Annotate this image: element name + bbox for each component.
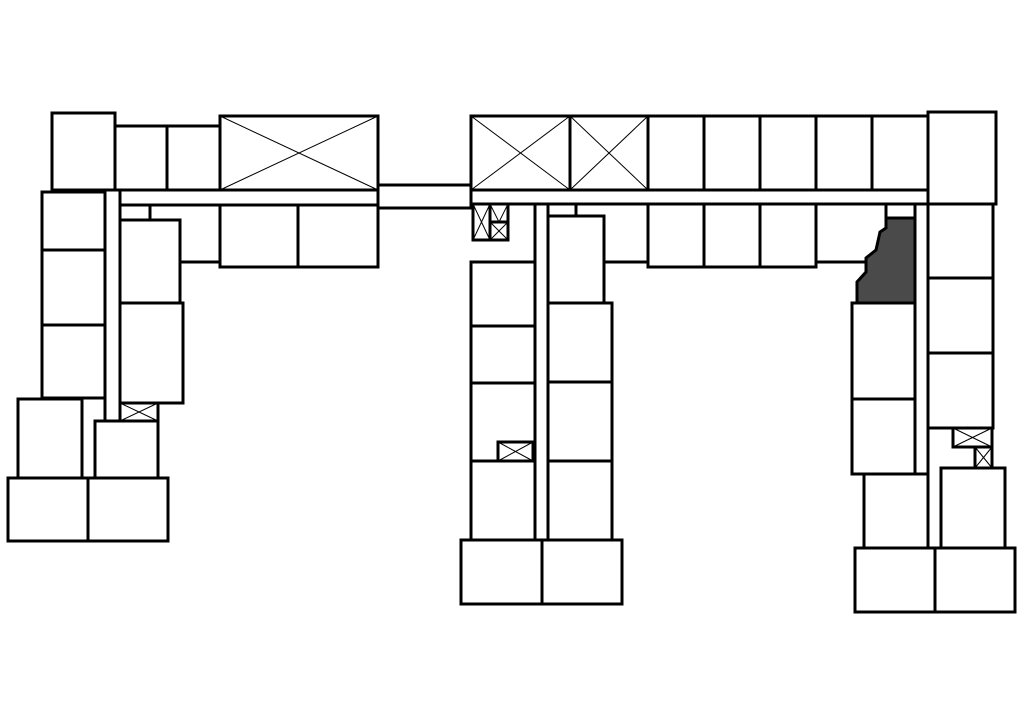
unit[interactable] xyxy=(870,114,930,192)
corridor-bridge xyxy=(376,183,473,210)
unit[interactable] xyxy=(40,190,107,252)
unit[interactable] xyxy=(113,124,169,192)
unit[interactable] xyxy=(939,466,1007,550)
unit[interactable] xyxy=(50,111,117,192)
unit[interactable] xyxy=(702,114,762,192)
unit[interactable] xyxy=(118,301,185,405)
unit[interactable] xyxy=(218,203,300,269)
shaft-x-icon xyxy=(118,401,160,423)
unit[interactable] xyxy=(40,323,107,400)
shaft-x-icon xyxy=(568,114,650,192)
corridor-middle-top xyxy=(469,188,930,206)
unit[interactable] xyxy=(926,110,998,206)
unit[interactable] xyxy=(758,202,818,269)
highlighted-unit[interactable] xyxy=(855,216,917,305)
unit[interactable] xyxy=(546,459,614,542)
unit[interactable] xyxy=(646,114,706,192)
unit[interactable] xyxy=(646,202,706,269)
unit[interactable] xyxy=(926,202,995,280)
unit[interactable] xyxy=(165,124,222,192)
shaft-x-icon xyxy=(218,114,380,192)
unit[interactable] xyxy=(296,203,380,269)
unit[interactable] xyxy=(758,114,818,192)
shaft-x-icon xyxy=(496,440,535,463)
unit[interactable] xyxy=(933,546,1017,614)
shaft-x-icon xyxy=(951,426,994,449)
unit[interactable] xyxy=(469,260,537,328)
unit[interactable] xyxy=(926,351,995,430)
unit[interactable] xyxy=(850,301,917,401)
corridor-left-top xyxy=(103,188,380,207)
shafts xyxy=(118,114,994,470)
unit[interactable] xyxy=(850,397,917,476)
unit[interactable] xyxy=(814,114,874,192)
unit[interactable] xyxy=(86,476,170,543)
unit[interactable] xyxy=(702,202,762,269)
shaft-x-icon xyxy=(471,202,492,242)
unit[interactable] xyxy=(93,419,160,480)
unit[interactable] xyxy=(546,380,614,463)
unit[interactable] xyxy=(469,459,537,542)
unit[interactable] xyxy=(862,472,930,550)
unit[interactable] xyxy=(40,248,107,327)
unit[interactable] xyxy=(459,538,544,606)
unit[interactable] xyxy=(926,276,995,355)
unit[interactable] xyxy=(546,301,614,384)
unit[interactable] xyxy=(118,218,182,305)
unit[interactable] xyxy=(853,546,937,614)
unit[interactable] xyxy=(16,397,84,480)
shaft-x-icon xyxy=(488,220,510,242)
unit[interactable] xyxy=(546,214,606,305)
unit[interactable] xyxy=(6,476,90,543)
shaft-x-icon xyxy=(469,114,572,192)
unit[interactable] xyxy=(540,538,624,606)
shaft-x-icon xyxy=(973,445,994,470)
corridor-middle-vertical xyxy=(533,202,550,556)
unit[interactable] xyxy=(469,324,537,385)
